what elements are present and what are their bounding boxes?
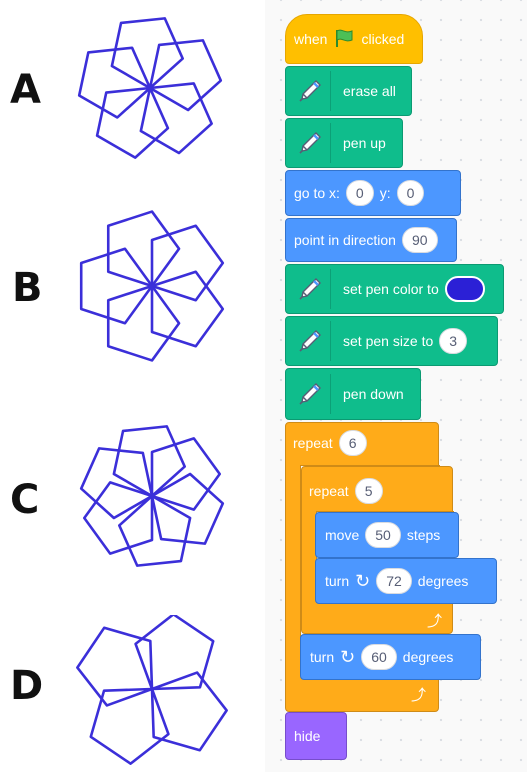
pentagon-outline bbox=[118, 494, 192, 567]
pen-up-label: pen up bbox=[343, 135, 386, 151]
repeat-inner-header: repeat 5 bbox=[309, 478, 383, 504]
repeat-outer-label: repeat bbox=[293, 435, 333, 451]
pentagon-outline bbox=[139, 82, 213, 155]
set-pen-size-block[interactable]: set pen size to 3 bbox=[285, 316, 498, 366]
figure-option-c bbox=[79, 425, 225, 567]
when-flag-clicked-block[interactable]: when clicked bbox=[285, 14, 423, 64]
when-label: when bbox=[294, 31, 328, 47]
pen-down-block[interactable]: pen down bbox=[285, 368, 421, 420]
move-steps-block[interactable]: move 50 steps bbox=[315, 512, 459, 558]
option-label-c: C bbox=[10, 477, 40, 523]
answer-options-panel: A B C D bbox=[10, 17, 228, 765]
option-label-a: A bbox=[10, 67, 41, 113]
pentagon-outline bbox=[112, 425, 186, 498]
turn-outer-label: turn bbox=[310, 649, 335, 665]
degrees-label: degrees bbox=[417, 573, 469, 589]
clicked-label: clicked bbox=[361, 31, 405, 47]
pen-down-label: pen down bbox=[343, 386, 404, 402]
direction-input[interactable]: 90 bbox=[401, 227, 438, 253]
degrees-label: degrees bbox=[402, 649, 454, 665]
figure-option-b bbox=[79, 210, 225, 362]
y-input[interactable]: 0 bbox=[396, 180, 425, 206]
set-pen-size-label: set pen size to bbox=[343, 333, 434, 349]
turn-inner-degrees-input[interactable]: 72 bbox=[376, 568, 412, 594]
pentagon-outline bbox=[77, 46, 152, 119]
set-pen-color-label: set pen color to bbox=[343, 281, 439, 297]
repeat-inner-count-input[interactable]: 5 bbox=[354, 478, 383, 504]
pentagon-outline bbox=[89, 687, 170, 765]
go-to-xy-block[interactable]: go to x: 0 y: 0 bbox=[285, 170, 461, 216]
erase-all-block[interactable]: erase all bbox=[285, 66, 412, 116]
pen-extension-icon bbox=[290, 71, 331, 111]
pen-extension-icon bbox=[290, 269, 331, 309]
steps-label: steps bbox=[406, 527, 441, 543]
option-label-b: B bbox=[12, 265, 43, 311]
point-in-direction-label: point in direction bbox=[294, 232, 396, 248]
pentagon-outline bbox=[110, 17, 184, 90]
pentagon-outline bbox=[134, 615, 215, 691]
repeat-outer-count-input[interactable]: 6 bbox=[338, 430, 367, 456]
pentagon-outline bbox=[106, 210, 181, 288]
move-steps-input[interactable]: 50 bbox=[365, 522, 401, 548]
pen-color-swatch[interactable] bbox=[444, 276, 485, 302]
scratch-code-area[interactable]: when clicked erase all pen up go to x: 0… bbox=[265, 0, 527, 772]
figure-option-d bbox=[76, 615, 228, 765]
x-input[interactable]: 0 bbox=[345, 180, 374, 206]
set-pen-color-block[interactable]: set pen color to bbox=[285, 264, 504, 314]
option-label-d: D bbox=[10, 663, 44, 709]
pentagon-outline bbox=[82, 481, 154, 555]
green-flag-icon bbox=[333, 28, 355, 51]
pen-extension-icon bbox=[290, 321, 331, 361]
pentagon-outline bbox=[148, 39, 223, 112]
pen-extension-icon bbox=[290, 123, 331, 163]
move-label: move bbox=[325, 527, 360, 543]
pentagon-outline bbox=[150, 472, 225, 545]
pentagon-outline bbox=[95, 86, 170, 159]
y-label: y: bbox=[379, 185, 391, 201]
pentagon-outline bbox=[150, 437, 222, 511]
pen-extension-icon bbox=[290, 374, 331, 414]
loop-arrow-icon: ⤴ bbox=[411, 687, 427, 704]
go-to-x-label: go to x: bbox=[294, 185, 340, 201]
pentagon-outline bbox=[150, 270, 225, 348]
rotate-clockwise-icon: ↻ bbox=[355, 571, 371, 591]
repeat-inner-label: repeat bbox=[309, 483, 349, 499]
turn-outer-degrees-input[interactable]: 60 bbox=[361, 644, 397, 670]
pen-size-input[interactable]: 3 bbox=[439, 328, 468, 354]
loop-arrow-icon: ⤴ bbox=[427, 613, 443, 630]
rotate-clockwise-icon: ↻ bbox=[340, 647, 356, 667]
pentagon-outline bbox=[76, 626, 154, 707]
erase-all-label: erase all bbox=[343, 83, 396, 99]
hide-label: hide bbox=[294, 728, 321, 744]
figure-option-a bbox=[77, 17, 223, 159]
pen-up-block[interactable]: pen up bbox=[285, 118, 403, 168]
pentagon-outline bbox=[150, 671, 228, 752]
pentagon-outline bbox=[79, 247, 154, 325]
pentagon-outline bbox=[150, 224, 225, 302]
turn-right-inner-block[interactable]: turn ↻ 72 degrees bbox=[315, 558, 497, 604]
repeat-outer-header: repeat 6 bbox=[293, 430, 367, 456]
turn-right-outer-block[interactable]: turn ↻ 60 degrees bbox=[300, 634, 481, 680]
pentagon-outline bbox=[79, 447, 154, 520]
pentagon-outline bbox=[106, 284, 181, 362]
turn-inner-label: turn bbox=[325, 573, 350, 589]
hide-block[interactable]: hide bbox=[285, 712, 347, 760]
point-in-direction-block[interactable]: point in direction 90 bbox=[285, 218, 457, 262]
